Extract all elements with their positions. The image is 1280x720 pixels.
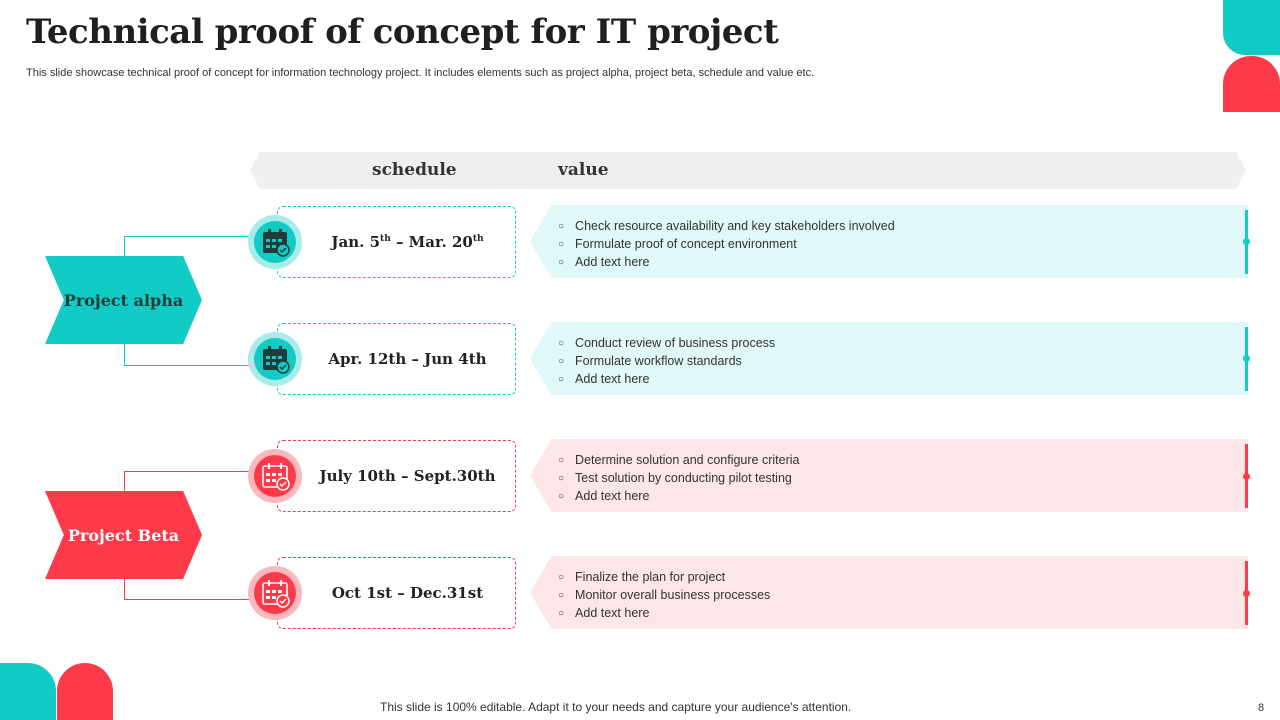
schedule-date: Oct 1st – Dec.31st: [331, 584, 484, 602]
calendar-icon: [263, 346, 290, 374]
value-item: Monitor overall business processes: [558, 587, 770, 605]
calendar-icon-badge: [248, 332, 302, 386]
value-item: Add text here: [558, 605, 770, 623]
value-accent-dot: [1243, 238, 1250, 245]
schedule-date: Jan. 5th – Mar. 20th: [331, 233, 484, 251]
connector-line: [124, 579, 251, 600]
page-subtitle: This slide showcase technical proof of c…: [26, 67, 815, 79]
footer-note: This slide is 100% editable. Adapt it to…: [380, 700, 852, 714]
calendar-icon-badge: [248, 449, 302, 503]
value-list: Check resource availability and key stak…: [558, 218, 895, 272]
corner-decor-bottom-teal: [0, 663, 56, 720]
schedule-date-box: Apr. 12th – Jun 4th: [277, 323, 516, 395]
page-number: 8: [1258, 702, 1265, 714]
value-item: Conduct review of business process: [558, 335, 775, 353]
value-accent-dot: [1243, 590, 1250, 597]
value-list: Finalize the plan for project Monitor ov…: [558, 569, 770, 623]
value-header: value: [558, 160, 609, 180]
value-item: Test solution by conducting pilot testin…: [558, 470, 799, 488]
corner-decor-top-teal: [1223, 0, 1280, 55]
value-item: Determine solution and configure criteri…: [558, 452, 799, 470]
corner-decor-bottom-red: [57, 663, 113, 720]
connector-line: [124, 236, 251, 257]
schedule-header: schedule: [372, 160, 457, 180]
connector-line: [124, 471, 251, 492]
value-list: Determine solution and configure criteri…: [558, 452, 799, 506]
value-accent-dot: [1243, 473, 1250, 480]
schedule-date-box: Oct 1st – Dec.31st: [277, 557, 516, 629]
project-alpha-label: Project alpha: [63, 290, 184, 310]
calendar-icon-badge: [248, 566, 302, 620]
value-item: Formulate workflow standards: [558, 353, 775, 371]
schedule-date-box: July 10th – Sept.30th: [277, 440, 516, 512]
connector-line: [124, 344, 251, 366]
value-item: Add text here: [558, 254, 895, 272]
project-beta-chevron: Project Beta: [45, 491, 202, 579]
calendar-icon: [262, 580, 290, 608]
value-item: Formulate proof of concept environment: [558, 236, 895, 254]
corner-decor-top-red: [1223, 56, 1280, 112]
value-accent-dot: [1243, 355, 1250, 362]
value-list: Conduct review of business process Formu…: [558, 335, 775, 389]
schedule-date-box: Jan. 5th – Mar. 20th: [277, 206, 516, 278]
value-item: Add text here: [558, 371, 775, 389]
project-beta-label: Project Beta: [67, 525, 180, 545]
value-item: Finalize the plan for project: [558, 569, 770, 587]
project-alpha-chevron: Project alpha: [45, 256, 202, 344]
calendar-icon-badge: [248, 215, 302, 269]
page-title: Technical proof of concept for IT projec…: [26, 12, 779, 52]
calendar-icon: [262, 463, 290, 491]
schedule-date: July 10th – Sept.30th: [319, 467, 496, 485]
value-item: Add text here: [558, 488, 799, 506]
value-item: Check resource availability and key stak…: [558, 218, 895, 236]
calendar-icon: [263, 229, 290, 257]
column-header-bar: [250, 152, 1246, 189]
schedule-date: Apr. 12th – Jun 4th: [328, 350, 487, 368]
